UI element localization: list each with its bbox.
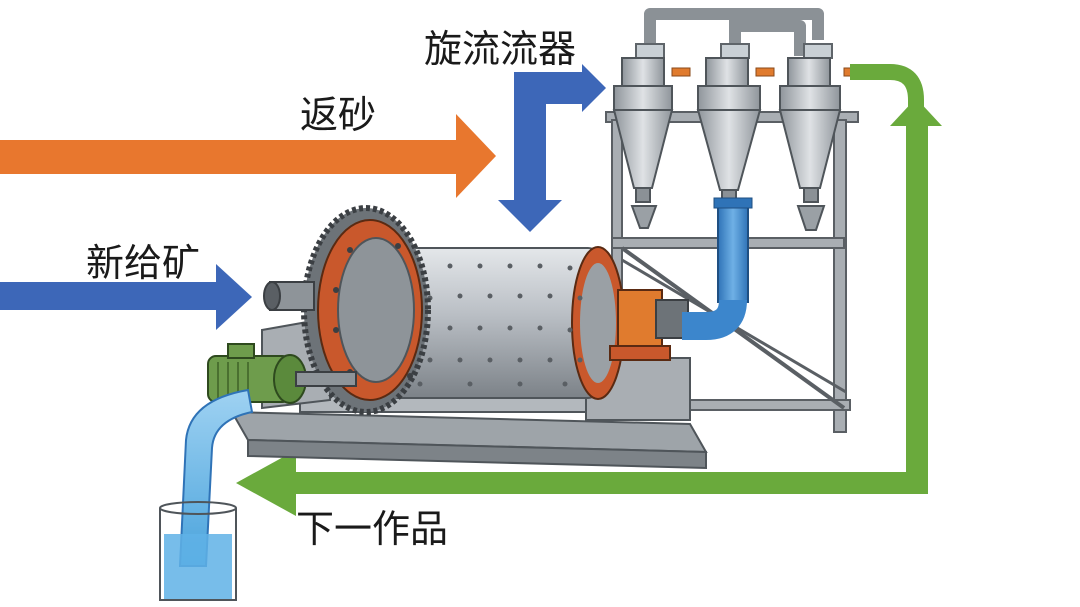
underflow-pipe bbox=[682, 197, 753, 340]
return-sand-label: 返砂 bbox=[300, 93, 377, 137]
discharge-bearing bbox=[609, 289, 689, 361]
collection-beaker bbox=[159, 501, 237, 601]
new-feed-arrow bbox=[0, 264, 252, 330]
hydrocyclone-1 bbox=[612, 57, 674, 229]
new-feed-label: 新给矿 bbox=[86, 241, 201, 285]
next-product-label: 下一作品 bbox=[296, 507, 449, 551]
cyclone-label: 旋流流器 bbox=[424, 27, 577, 71]
product-line-arrow bbox=[236, 64, 942, 516]
hydrocyclone-3 bbox=[778, 57, 842, 231]
girth-gear bbox=[301, 205, 431, 415]
feed-trunnion bbox=[263, 281, 315, 311]
return-sand-arrow bbox=[0, 114, 496, 198]
cyclone-feed-arrow bbox=[498, 64, 606, 232]
hydrocyclone-2 bbox=[696, 57, 762, 205]
drive-motor bbox=[207, 343, 357, 404]
